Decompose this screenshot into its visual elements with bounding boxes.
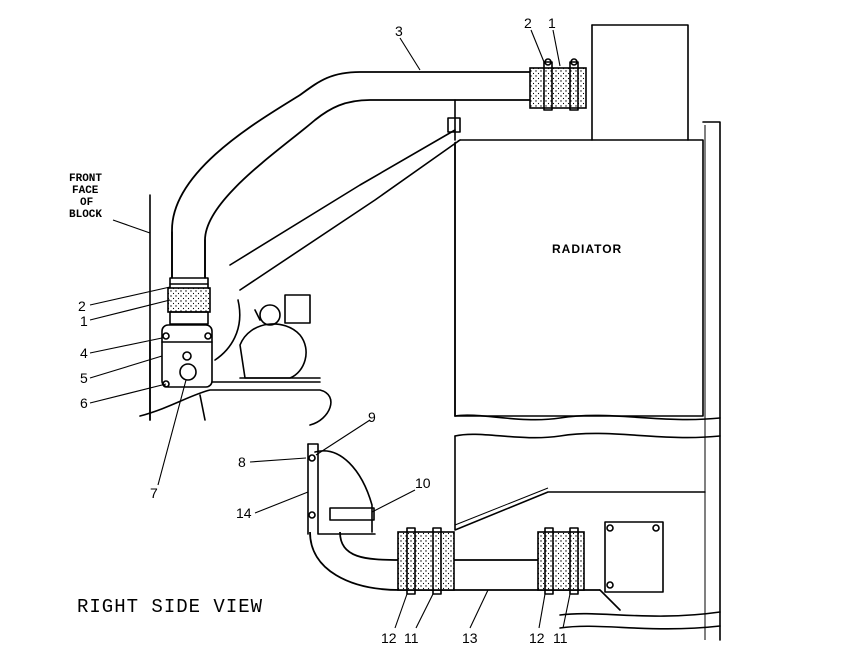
callout-4: 4: [80, 345, 88, 361]
callout-11-left: 11: [404, 630, 419, 646]
callout-10: 10: [415, 475, 431, 491]
callout-5: 5: [80, 370, 88, 386]
callout-12-left: 12: [381, 630, 397, 646]
note-line-4: BLOCK: [69, 209, 102, 221]
lower-hose-clamp-left: [397, 527, 455, 595]
radiator: [454, 24, 721, 641]
support-rod: [214, 99, 461, 361]
callout-7: 7: [150, 485, 158, 501]
bracket: [307, 443, 376, 535]
callout-8: 8: [238, 454, 246, 470]
upper-tube: [171, 71, 532, 279]
callout-2-left: 2: [78, 298, 86, 314]
radiator-outlet-fitting: [599, 521, 664, 611]
callout-13: 13: [462, 630, 478, 646]
callouts: 3 2 1 2 1 4 5 6 7 8 9 10 14 12 11 13 12 …: [78, 15, 568, 646]
radiator-label: RADIATOR: [552, 242, 622, 256]
lower-hose-clamp-right: [537, 527, 585, 595]
note-line-1: FRONT: [69, 173, 102, 185]
callout-12-right: 12: [529, 630, 545, 646]
callout-6: 6: [80, 395, 88, 411]
callout-3: 3: [395, 23, 403, 39]
note-line-2: FACE: [72, 185, 99, 197]
view-title: RIGHT SIDE VIEW: [77, 596, 263, 618]
callout-leaders: [89, 29, 571, 629]
callout-2-top: 2: [524, 15, 532, 31]
pump-assembly: [239, 294, 321, 379]
callout-14: 14: [236, 505, 252, 521]
callout-1-left: 1: [80, 313, 88, 329]
callout-11-right: 11: [553, 630, 568, 646]
front-face-note: FRONT FACE OF BLOCK: [69, 173, 151, 234]
note-line-3: OF: [80, 197, 93, 209]
left-hose-clamp: [167, 277, 211, 325]
callout-1-top: 1: [548, 15, 556, 31]
upper-hose-clamp: [529, 58, 587, 111]
callout-9: 9: [368, 409, 376, 425]
